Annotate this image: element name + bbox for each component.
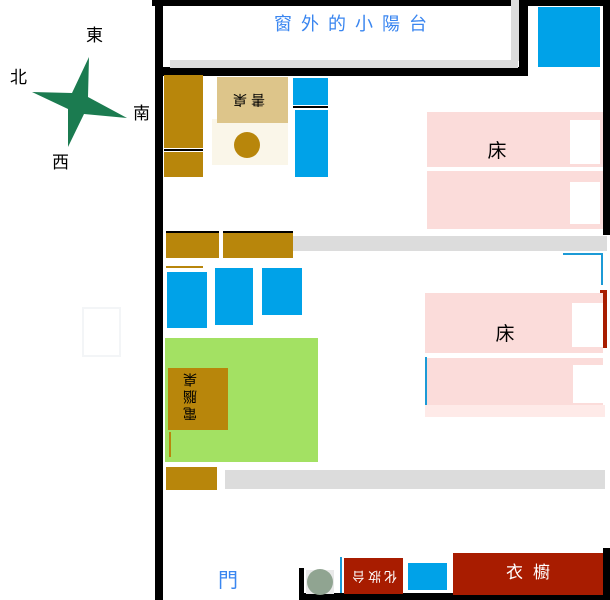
red-strip-right [600,290,607,348]
bed-1-pillow-lower [570,182,600,224]
shelf-a-topline [166,231,219,233]
blue-shelf-tall [295,110,328,177]
dressing-table: 化妝台 [344,558,403,594]
bed-2: 床 [425,293,603,405]
blue-vline-bed2 [425,357,427,405]
computer-desk: 電腦桌 [168,368,228,430]
bed-1-label: 床 [487,140,507,162]
balcony-window-strip [170,60,518,68]
gold-thin-line [166,266,203,268]
blue-vline-dresser [340,557,342,593]
gold-vline [169,432,171,457]
wall-right-lower [603,548,610,600]
bed-1-separator [427,167,603,171]
bed-1: 床 [427,112,603,229]
dressing-table-label: 化妝台 [349,568,398,583]
faint-ghost-box [82,307,121,357]
door-label: 門 [218,568,238,592]
bed-2-label: 床 [495,323,515,345]
wall-balcony-right [519,0,528,76]
bed-1-pillow-upper [570,120,600,164]
blue-drawer-3 [262,268,302,315]
desk-chair [234,132,260,158]
wall-balcony-bottom [155,67,528,76]
compass-label-east: 東 [86,26,103,46]
bookcase-divider-line [164,149,203,151]
compass-label-west: 西 [52,153,69,173]
shelf-a [166,233,219,258]
blue-shelf-line [293,106,328,108]
study-desk-label: 書桌 [229,91,265,107]
shelf-b [223,233,293,258]
shelf-b-topline [223,231,293,233]
shelf-low [166,467,217,490]
wall-left [155,0,163,600]
door-jamb [299,568,304,595]
bed-2-pillow-upper [572,303,603,347]
bed-2-pillow-lower [573,365,603,403]
study-desk: 書桌 [217,77,288,123]
wardrobe: 衣櫥 [453,553,603,595]
wall-top [152,0,610,6]
bed-2-separator [425,353,603,358]
wall-right-upper [603,6,610,235]
balcony-label: 窗外的小陽台 [274,14,436,35]
compass-star-icon [32,57,127,147]
bookcase-lower [164,152,203,177]
blue-box-bottom [408,563,447,590]
blue-shelf-small [293,78,328,105]
compass-label-south: 南 [133,104,150,124]
blue-cabinet-top-right [538,7,600,67]
wardrobe-label: 衣櫥 [506,563,560,583]
bed-2-foot-strip [425,405,605,417]
compass-label-north: 北 [10,68,27,88]
blue-drawer-2 [215,268,253,325]
lower-window-strip [225,470,605,489]
blue-outline-corner [563,253,603,285]
middle-window-strip [293,236,607,251]
stool [307,569,333,595]
bookcase-upper [164,75,203,148]
balcony-right-gray-strip [511,0,519,61]
computer-desk-label: 電腦桌 [183,370,199,421]
blue-drawer-1 [167,272,207,328]
wall-bottom [299,593,610,600]
